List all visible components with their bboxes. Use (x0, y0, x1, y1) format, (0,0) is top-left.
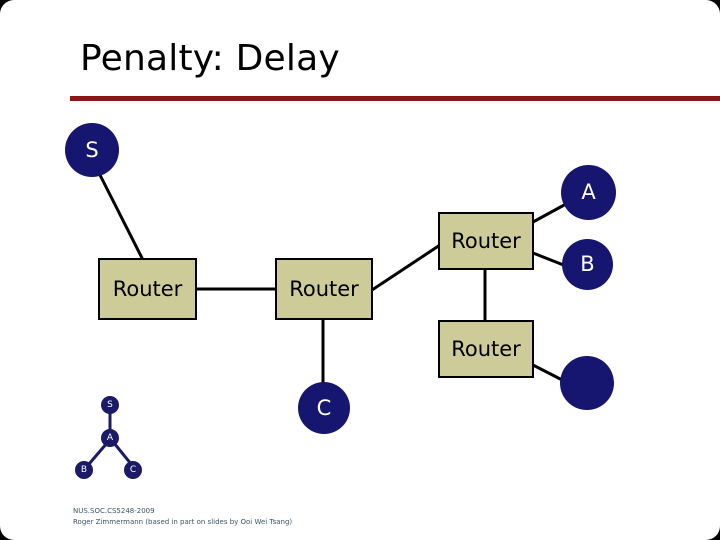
router-left[interactable]: Router (98, 258, 197, 320)
footer-course-line: NUS.SOC.CS5248-2009 (73, 507, 155, 515)
router-center[interactable]: Router (275, 258, 373, 320)
router-left-label: Router (112, 277, 183, 301)
router-lower-right[interactable]: Router (438, 320, 534, 378)
link-router-upper-right-to-host-a (532, 202, 567, 224)
mini-link-a-c (112, 442, 133, 465)
mini-tree-node-s-label: S (107, 399, 113, 410)
router-upper-right[interactable]: Router (438, 212, 534, 270)
host-unlabeled[interactable] (560, 356, 614, 410)
host-c-label: C (316, 395, 332, 420)
mini-tree-node-b-label: B (80, 464, 88, 475)
router-lower-right-label: Router (451, 337, 521, 361)
router-upper-right-label: Router (451, 229, 521, 253)
host-s[interactable]: S (65, 123, 119, 177)
page-title: Penalty: Delay (80, 38, 340, 79)
host-a-label: A (581, 180, 596, 204)
host-b-label: B (580, 252, 595, 276)
mini-link-a-b (87, 442, 109, 465)
footer-author-line: Roger Zimmermann (based in part on slide… (73, 517, 293, 526)
footer: NUS.SOC.CS5248-2009 Roger Zimmermann (ba… (73, 506, 292, 528)
host-c[interactable]: C (298, 382, 350, 434)
mini-tree-node-a-label: A (106, 432, 114, 443)
title-underline-rule (70, 96, 720, 101)
mini-tree-node-c: C (124, 461, 142, 479)
router-center-label: Router (289, 277, 359, 301)
host-a[interactable]: A (561, 165, 616, 220)
mini-tree-node-a: A (101, 429, 119, 447)
link-router-center-to-upper-right (371, 243, 441, 292)
host-s-label: S (85, 137, 99, 162)
host-b[interactable]: B (562, 239, 613, 290)
link-router-upper-right-to-host-b (532, 251, 567, 268)
link-s-to-router-left (97, 172, 145, 261)
mini-tree-node-c-label: C (129, 464, 137, 475)
mini-tree-node-s: S (101, 396, 119, 414)
mini-tree-node-b: B (75, 461, 93, 479)
